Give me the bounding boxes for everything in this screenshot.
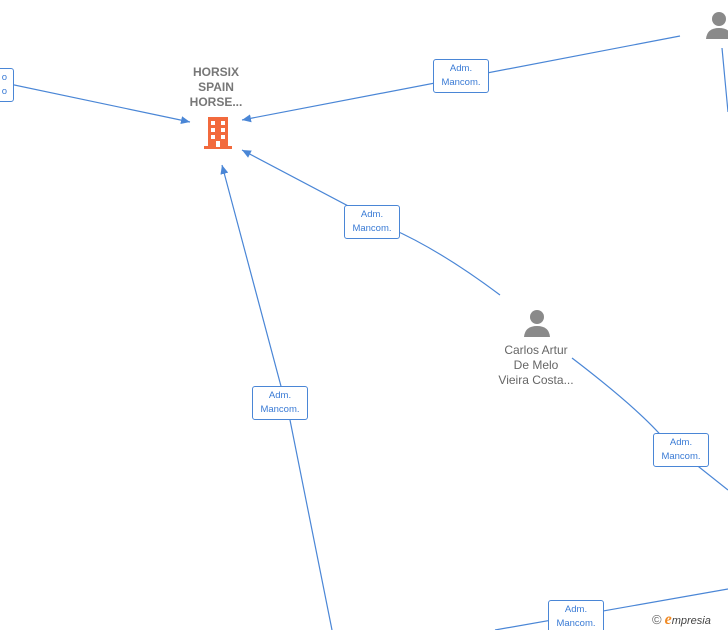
company-name-line-3: HORSE... bbox=[189, 95, 243, 109]
edge-label-adm-mancom[interactable]: Adm. Mancom. bbox=[433, 59, 489, 93]
edge-label-line-1: Adm. bbox=[564, 604, 588, 615]
edge-label-line-2: Mancom. bbox=[556, 618, 596, 629]
edge-label-line-1: Adm. bbox=[360, 209, 384, 220]
company-name: HORSIX SPAIN HORSE... bbox=[176, 65, 256, 110]
edge-label-line-1: Adm. bbox=[449, 63, 473, 74]
edge-label-adm-mancom[interactable]: Adm. Mancom. bbox=[653, 433, 709, 467]
edge-label-partial[interactable]: o o bbox=[0, 68, 14, 102]
edge-carlos-to-right bbox=[571, 357, 728, 491]
person-name-line-3: Vieira Costa... bbox=[498, 373, 574, 387]
company-name-line-2: SPAIN bbox=[198, 80, 234, 94]
edge-topright-down bbox=[721, 47, 728, 113]
person-icon[interactable] bbox=[522, 308, 552, 338]
company-name-line-1: HORSIX bbox=[192, 65, 239, 79]
edge-bottom-right bbox=[494, 588, 728, 630]
person-icon[interactable] bbox=[704, 10, 728, 40]
edge-bottom-to-company bbox=[220, 164, 333, 630]
edge-label-line-1: o bbox=[1, 72, 7, 83]
edge-label-line-2: Mancom. bbox=[260, 404, 300, 415]
empresia-logo: ©empresia bbox=[652, 611, 711, 629]
copyright-symbol: © bbox=[652, 612, 662, 627]
edge-label-adm-mancom[interactable]: Adm. Mancom. bbox=[344, 205, 400, 239]
brand-rest: mpresia bbox=[671, 615, 711, 627]
edge-label-adm-mancom[interactable]: Adm. Mancom. bbox=[252, 386, 308, 420]
person-name-line-1: Carlos Artur bbox=[504, 343, 568, 357]
edge-label-line-2: o bbox=[1, 86, 7, 97]
edge-label-line-1: Adm. bbox=[268, 390, 292, 401]
brand-initial: e bbox=[664, 611, 672, 628]
edge-label-adm-mancom[interactable]: Adm. Mancom. bbox=[548, 600, 604, 630]
edge-label-line-2: Mancom. bbox=[441, 77, 481, 88]
person-name: Carlos Artur De Melo Vieira Costa... bbox=[486, 343, 586, 388]
building-icon[interactable] bbox=[202, 115, 234, 151]
edge-label-line-2: Mancom. bbox=[352, 223, 392, 234]
edge-label-line-2: Mancom. bbox=[661, 451, 701, 462]
edge-label-line-1: Adm. bbox=[669, 437, 693, 448]
edge-left-to-company bbox=[0, 81, 191, 125]
person-name-line-2: De Melo bbox=[513, 358, 559, 372]
